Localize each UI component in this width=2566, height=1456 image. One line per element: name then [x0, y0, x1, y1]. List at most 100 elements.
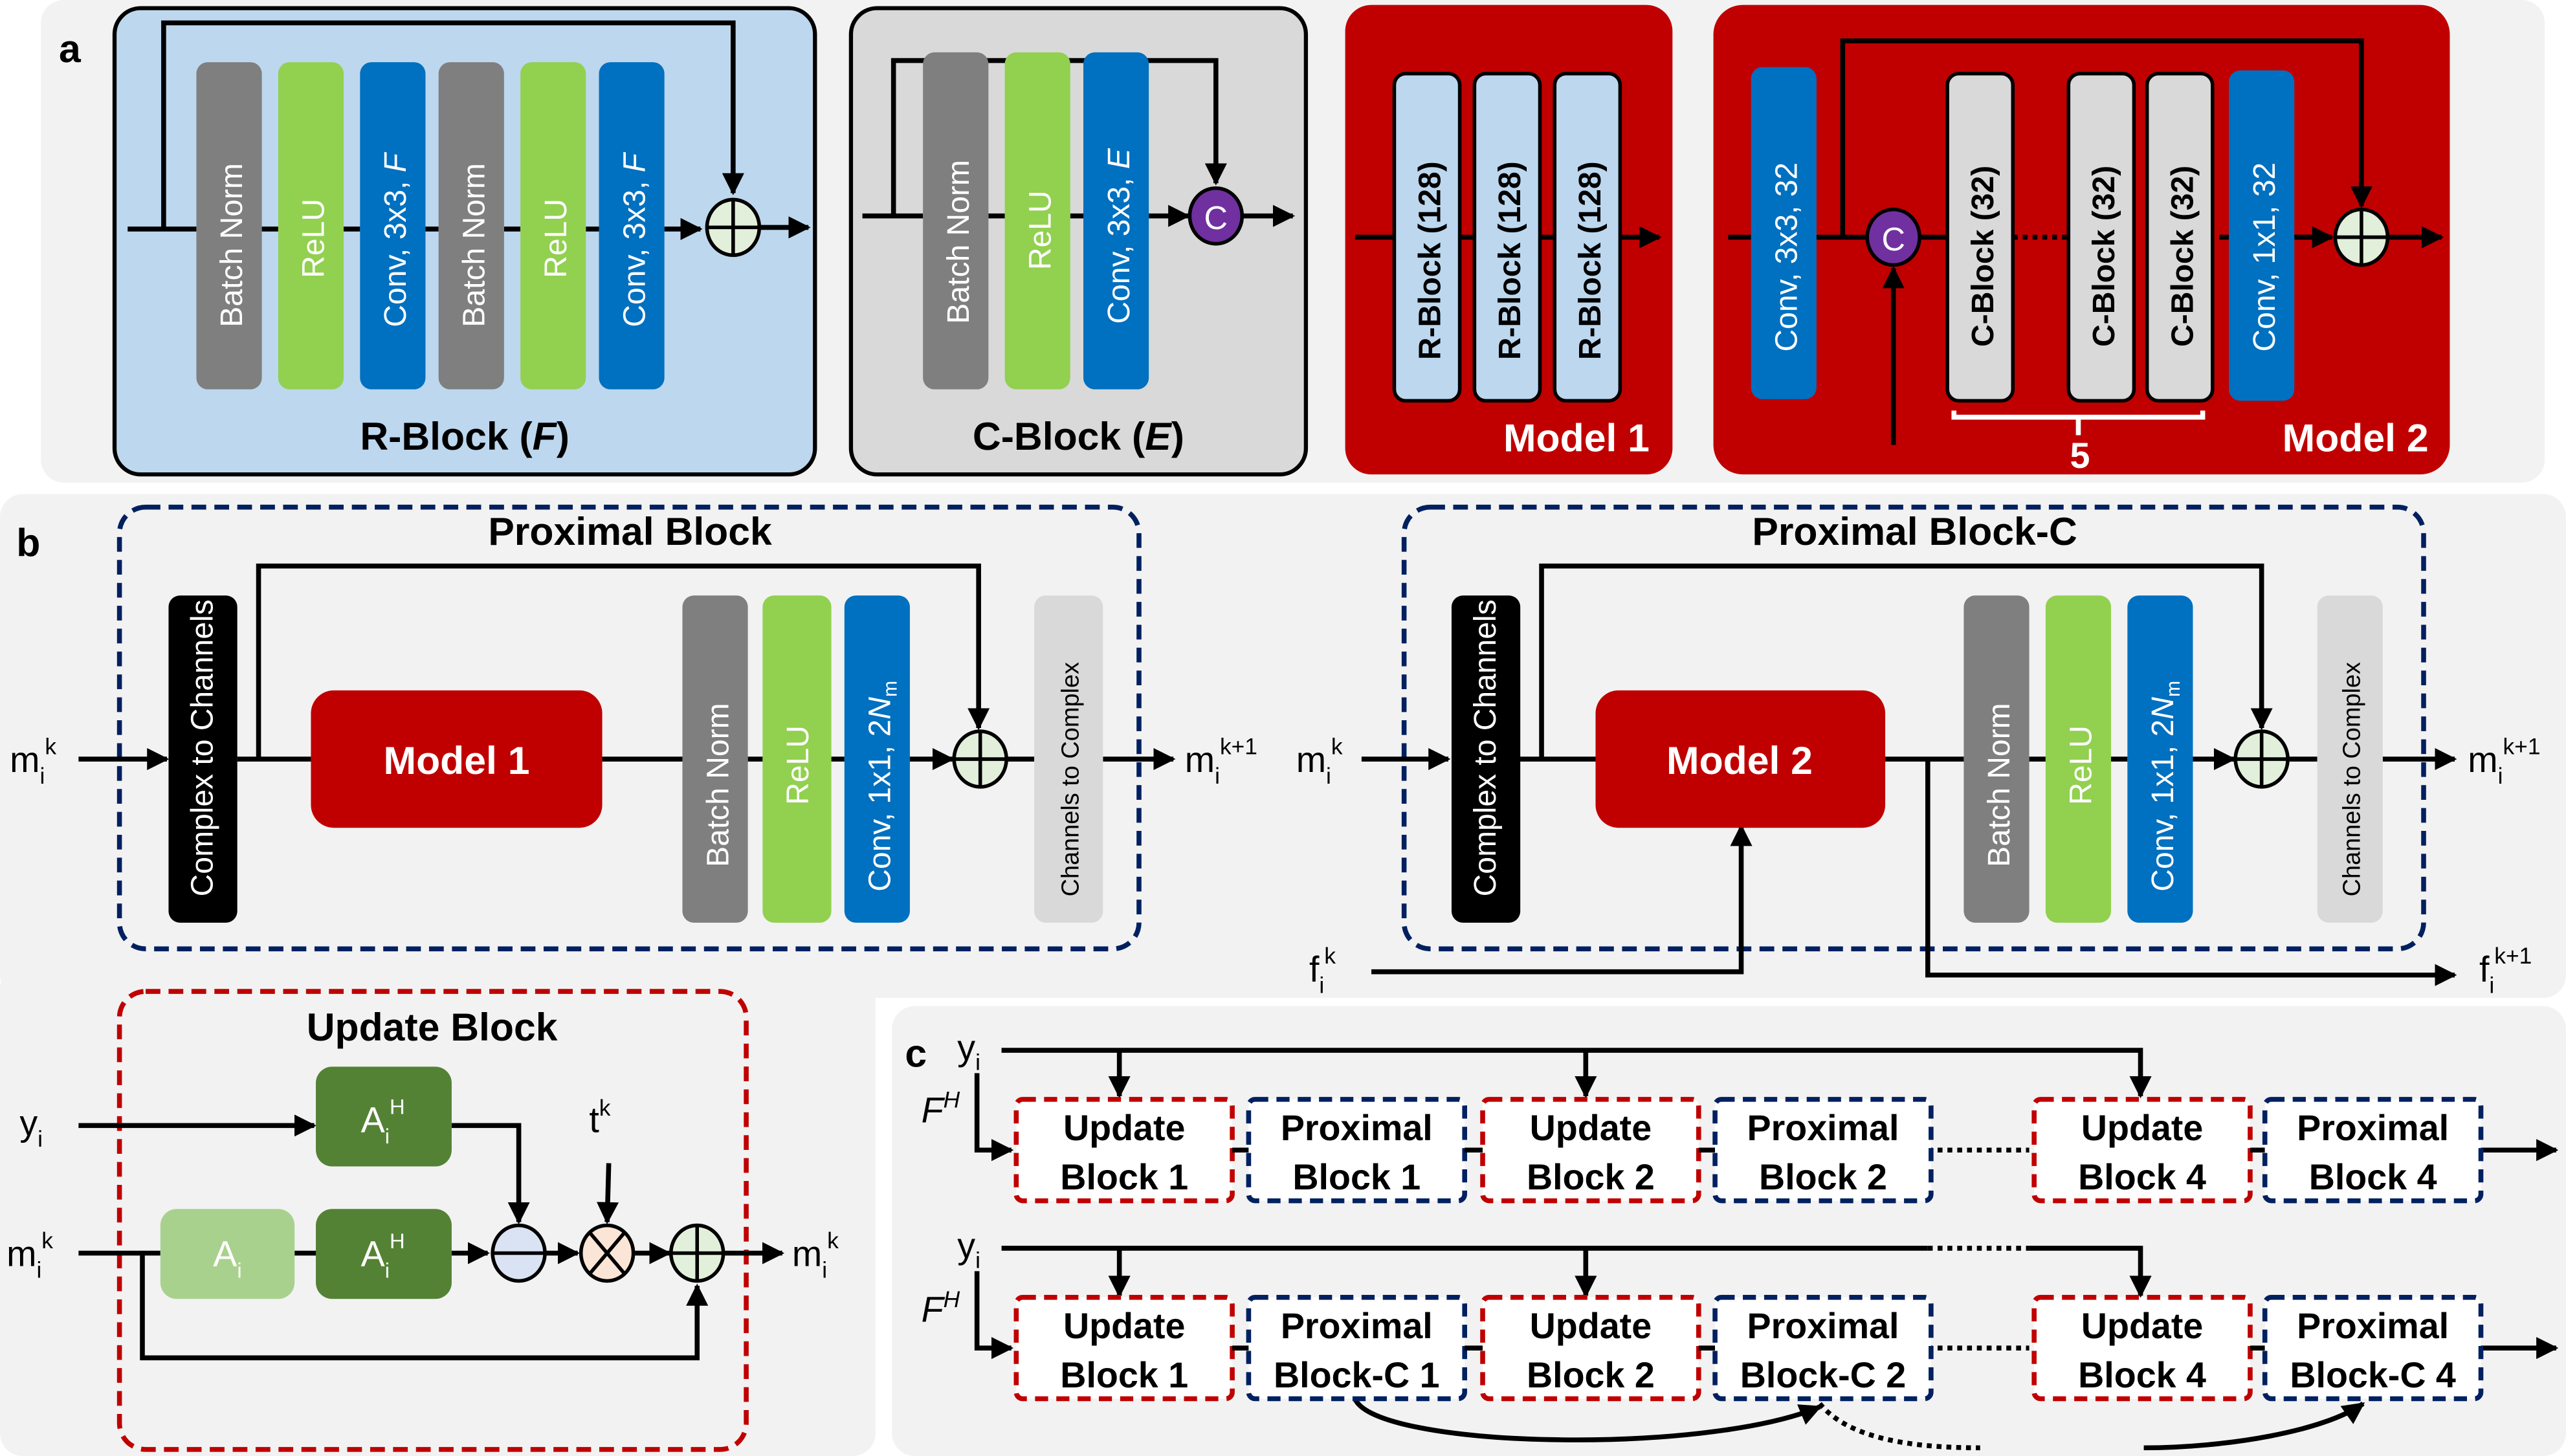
row1-fh-symbol: FH	[922, 1088, 960, 1131]
multiply-icon	[579, 1223, 636, 1283]
rblock-title: R-Block (F)	[360, 414, 570, 458]
proximal-block-diagram: Proximal Block Complex to Channels Model…	[10, 504, 1257, 952]
model1-block-label: R-Block (128)	[1493, 161, 1527, 360]
cblock-layer-conv	[1083, 52, 1149, 390]
block-label: Update	[2081, 1306, 2204, 1346]
block-label: Block-C 2	[1740, 1355, 1907, 1395]
subtract-icon	[491, 1223, 547, 1283]
rblock-layer-label: ReLU	[297, 199, 331, 278]
proximal-block-c-diagram: Proximal Block-C Complex to Channels Mod…	[1296, 504, 2541, 998]
model2-cblock-1	[1945, 71, 2015, 403]
proximal-block-title: Proximal Block	[488, 509, 772, 553]
block-label: Update	[1530, 1306, 1652, 1346]
step-size-symbol: tk	[589, 1096, 610, 1140]
channels-to-complex-layer	[2317, 595, 2383, 923]
step-size-arrow	[596, 1163, 619, 1224]
block-label: Proximal	[1747, 1108, 1899, 1148]
forward-operator-label: Ai	[213, 1234, 241, 1283]
row1-measurement-symbol: yi	[957, 1028, 980, 1075]
block-label: Block 4	[2078, 1157, 2206, 1197]
adjoint-operator-label: AiH	[361, 1095, 405, 1149]
model2-node	[1595, 690, 1886, 828]
complex-to-channels-layer	[1451, 595, 1521, 923]
block-label: Proximal	[2297, 1108, 2449, 1148]
sum-icon	[952, 729, 1008, 789]
rblock-layer-label: ReLU	[539, 199, 573, 278]
cblock-layer-label: Conv, 3x3, E	[1102, 148, 1136, 324]
proximal-c-layer-label: Batch Norm	[1982, 703, 2017, 866]
update-skip-path	[140, 1253, 709, 1361]
panel-b-letter: b	[16, 521, 40, 565]
block-label: Block-C 1	[1274, 1355, 1440, 1395]
sum-icon	[2333, 207, 2390, 267]
block-label: Proximal	[1747, 1306, 1899, 1346]
model2-first-conv-label: Conv, 3x3, 32	[1770, 162, 1804, 352]
row2-fh-input	[974, 1271, 1014, 1360]
cblock-title: C-Block (E)	[973, 414, 1184, 458]
proximal-c-layer-label: Conv, 1x1, 2Nm	[2146, 681, 2184, 892]
measurement-symbol: yi	[19, 1103, 43, 1153]
block-label: Update	[1530, 1108, 1652, 1148]
update-block-diagram: Update Block AiH Ai AiH yi tk mik mik	[6, 989, 839, 1452]
cblock-diagram: Batch Norm ReLU Conv, 3x3, E C C-Block (…	[848, 6, 1309, 477]
sum-icon	[2233, 729, 2290, 789]
rblock-layer-label: Conv, 3x3, F	[379, 151, 413, 327]
proximal-layer-label: ReLU	[781, 725, 815, 805]
model1-rblock-2	[1472, 71, 1542, 403]
concat-icon: C	[1188, 186, 1244, 246]
model1-title: Model 1	[1503, 416, 1650, 460]
model1-diagram: R-Block (128) R-Block (128) R-Block (128…	[1345, 5, 1673, 475]
block-label: Proximal	[1281, 1108, 1433, 1148]
proximal-batchnorm	[682, 595, 748, 923]
block-label: Block 2	[1527, 1157, 1655, 1197]
panel-b-background	[0, 494, 2566, 998]
model1-node-label: Model 1	[384, 738, 530, 782]
model1-node	[311, 690, 603, 828]
feature-output-path	[1925, 759, 2457, 986]
model2-diagram: Conv, 3x3, 32 C C-Block (32) C-Block (32…	[1713, 5, 2450, 476]
adjoint-operator-label: AiH	[361, 1229, 405, 1283]
block-label: Block-C 4	[2290, 1355, 2456, 1395]
model2-cblock-3	[2145, 71, 2215, 403]
block-label: Update	[2081, 1108, 2204, 1148]
complex-to-channels-layer	[168, 595, 238, 923]
sum-icon	[669, 1223, 725, 1283]
row2-measurement-symbol: yi	[957, 1226, 980, 1273]
concat-icon: C	[1865, 207, 1921, 267]
rblock-layer-label: Conv, 3x3, F	[617, 151, 652, 327]
proximal-block-c-title: Proximal Block-C	[1752, 509, 2077, 553]
feature-input-symbol: fik	[1309, 943, 1336, 998]
feature-input-path	[1371, 824, 1753, 975]
model2-block-label: C-Block (32)	[2087, 166, 2121, 347]
update-input-symbol: mik	[6, 1228, 53, 1283]
proximal-output-symbol: mik+1	[1185, 734, 1257, 789]
proximal-relu	[762, 595, 832, 923]
row2-measurement-tap-4	[2029, 1246, 2152, 1298]
model2-cblock-2	[2066, 71, 2136, 403]
rblock-layer-relu-1	[278, 62, 344, 390]
repeat-bracket	[1951, 410, 2206, 436]
svg-text:C: C	[1881, 221, 1905, 258]
repeat-count: 5	[2070, 436, 2090, 476]
complex-to-channels-label: Complex to Channels	[1468, 599, 1503, 896]
channels-to-complex-label: Channels to Complex	[1057, 662, 1084, 896]
rblock-layer-batchnorm-2	[438, 62, 504, 390]
proximal-c-output-symbol: mik+1	[2468, 734, 2540, 789]
proximal-skip-path	[256, 563, 990, 760]
cblock-layer-label: Batch Norm	[942, 160, 976, 324]
adjoint-operator-top	[316, 1066, 452, 1167]
model1-block-label: R-Block (128)	[1573, 161, 1608, 360]
proximal-c-input-symbol: mik	[1296, 734, 1343, 789]
panel-a-letter: a	[59, 27, 82, 71]
proximal-c-relu	[2045, 595, 2112, 923]
proximal-c-batchnorm	[1963, 595, 2030, 923]
proximal-layer-label: Batch Norm	[701, 703, 735, 866]
rblock-layer-label: Batch Norm	[215, 163, 249, 327]
block-frame	[2262, 1294, 2484, 1402]
